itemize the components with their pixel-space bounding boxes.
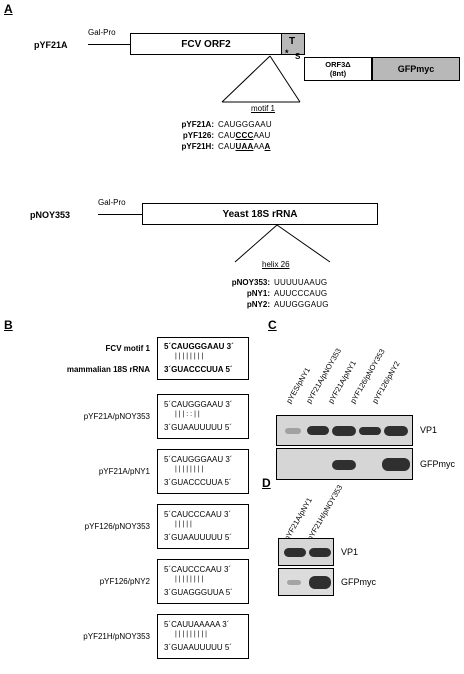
alignment-top-seq: 5´CAUCCCAAU 3´ xyxy=(164,565,232,574)
band xyxy=(287,580,301,585)
stop-star: * xyxy=(285,48,289,58)
panel-d-letter: D xyxy=(262,476,271,490)
header-alignment-box: 5´CAUGGGAAU 3´ | | | | | | | | 3´GUACCCU… xyxy=(157,337,249,380)
alignment-bottom-seq: 3´GUACCCUUA 5´ xyxy=(164,478,232,487)
alignment-pairs: | | | | | | | | xyxy=(175,466,204,473)
header-bottom-seq: 3´GUACCCUUA 5´ xyxy=(164,365,233,374)
orf3-label: ORF3Δ xyxy=(325,60,351,69)
promoter-line xyxy=(88,44,130,45)
seq-name-pnoy353: pNOY353: xyxy=(231,278,270,287)
alignment-top-seq: 5´CAUGGGAAU 3´ xyxy=(164,400,233,409)
alignment-pairs: | | | : : | | xyxy=(175,411,200,418)
panel-b-letter: B xyxy=(4,318,13,332)
gfpmyc-label: GFPmyc xyxy=(420,459,455,469)
band xyxy=(307,426,329,435)
alignment-box: 5´CAUUAAAAA 3´ | | | | | | | | | 3´GUAAU… xyxy=(157,614,249,659)
orf3-box: ORF3Δ (8nt) xyxy=(304,57,372,81)
alignment-box: 5´CAUCCCAAU 3´ | | | | | 3´GUAAUUUUU 5´ xyxy=(157,504,249,549)
seq-value-pny2: AUUGGGAUG xyxy=(274,300,329,309)
alignment-bottom-seq: 3´GUAAUUUUU 5´ xyxy=(164,423,233,432)
seq-name-pyf21a: pYF21A: xyxy=(181,120,214,129)
alignment-top-seq: 5´CAUGGGAAU 3´ xyxy=(164,455,233,464)
gfpmyc-box: GFPmyc xyxy=(372,57,460,81)
panel-a-letter: A xyxy=(4,2,13,16)
orf2-terminal-box: T xyxy=(281,33,305,55)
band xyxy=(285,428,301,434)
alignment-top-seq: 5´CAUUAAAAA 3´ xyxy=(164,620,230,629)
t-label: T xyxy=(289,36,296,47)
orf2-box: FCV ORF2 xyxy=(130,33,282,55)
alignment-bottom-seq: 3´GUAGGGUUA 5´ xyxy=(164,588,233,597)
orf2-label: FCV ORF2 xyxy=(181,38,231,50)
band xyxy=(359,427,381,435)
alignment-label: pYF126/pNY2 xyxy=(99,577,150,586)
alignment-pairs: | | | | | | | | | xyxy=(175,631,207,638)
seq-pyf126-post: AAU xyxy=(253,131,271,140)
alignment-bottom-seq: 3´GUAAUUUUU 5´ xyxy=(164,643,233,652)
alignment-top-seq: 5´CAUCCCAAU 3´ xyxy=(164,510,232,519)
helix-zoom-lines xyxy=(234,224,331,263)
gal-promoter-label-2: Gal-Pro xyxy=(98,198,126,207)
vp1-blot-d xyxy=(278,538,334,566)
gfpmyc-label-d: GFPmyc xyxy=(341,577,376,587)
construct-name-pnoy353: pNOY353 xyxy=(30,210,71,220)
seq-name-pyf21h: pYF21H: xyxy=(181,142,214,151)
seq-pyf126-pre: CAU xyxy=(218,131,236,140)
seq-name-pny1: pNY1: xyxy=(246,289,270,298)
alignment-pairs: | | | | | xyxy=(175,521,192,528)
seq-pyf21h-post: AA xyxy=(253,142,265,151)
seq-value-pyf126: CAUCCCAAU xyxy=(218,131,271,140)
alignment-box: 5´CAUGGGAAU 3´ | | | | | | | | 3´GUACCCU… xyxy=(157,449,249,494)
helix-label: helix 26 xyxy=(262,260,290,269)
vp1-blot xyxy=(276,415,413,446)
seq-value-pnoy353: UUUUUAAUG xyxy=(274,278,328,287)
seq-pyf21h-tail: A xyxy=(264,142,271,151)
s-label: S xyxy=(295,52,301,61)
band xyxy=(332,460,356,470)
header-pairs: | | | | | | | | xyxy=(175,353,204,360)
alignment-box: 5´CAUCCCAAU 3´ | | | | | | | | 3´GUAGGGU… xyxy=(157,559,249,604)
vp1-label: VP1 xyxy=(420,425,438,435)
rrna-box: Yeast 18S rRNA xyxy=(142,203,378,225)
band xyxy=(284,548,306,557)
seq-value-pyf21a: CAUGGGAAU xyxy=(218,120,272,129)
alignment-label: pYF21H/pNOY353 xyxy=(83,632,150,641)
seq-name-pyf126: pYF126: xyxy=(182,131,214,140)
seq-pyf126-mut: CCC xyxy=(235,131,254,140)
motif-zoom-lines xyxy=(221,55,301,103)
seq-value-pny1: AUUCCCAUG xyxy=(274,289,328,298)
alignment-bottom-seq: 3´GUAAUUUUU 5´ xyxy=(164,533,233,542)
band xyxy=(309,548,331,557)
band xyxy=(309,576,331,589)
seq-pyf21a-pre: CAUGGGAAU xyxy=(218,120,272,129)
motif-label: motif 1 xyxy=(251,104,276,113)
band xyxy=(382,458,410,471)
gfpmyc-label: GFPmyc xyxy=(397,64,435,74)
alignment-label: pYF126/pNOY353 xyxy=(84,522,150,531)
fcv-motif-label: FCV motif 1 xyxy=(105,344,150,353)
alignment-label: pYF21A/pNOY353 xyxy=(83,412,150,421)
seq-pyf21h-pre: CAU xyxy=(218,142,236,151)
gfpmyc-blot-d xyxy=(278,568,334,596)
alignment-label: pYF21A/pNY1 xyxy=(98,467,150,476)
band xyxy=(384,426,408,436)
orf3-length: (8nt) xyxy=(329,69,347,78)
alignment-box: 5´CAUGGGAAU 3´ | | | : : | | 3´GUAAUUUUU… xyxy=(157,394,249,439)
lane-label: pYF21H/pNOY353 xyxy=(305,483,345,542)
gfpmyc-blot xyxy=(276,448,413,480)
seq-pyf21h-mut: UAA xyxy=(235,142,254,151)
band xyxy=(332,426,356,436)
header-top-seq: 5´CAUGGGAAU 3´ xyxy=(164,342,234,351)
rrna-label: Yeast 18S rRNA xyxy=(222,208,298,220)
panel-c-letter: C xyxy=(268,318,277,332)
vp1-label-d: VP1 xyxy=(341,547,359,557)
construct-name-pyf21a: pYF21A xyxy=(34,40,68,50)
promoter-line-2 xyxy=(98,214,142,215)
seq-name-pny2: pNY2: xyxy=(246,300,270,309)
mammalian-rrna-label: mammalian 18S rRNA xyxy=(66,365,150,374)
alignment-pairs: | | | | | | | | xyxy=(175,576,204,583)
gal-promoter-label: Gal-Pro xyxy=(88,28,116,37)
seq-value-pyf21h: CAUUAAAAA xyxy=(218,142,271,151)
